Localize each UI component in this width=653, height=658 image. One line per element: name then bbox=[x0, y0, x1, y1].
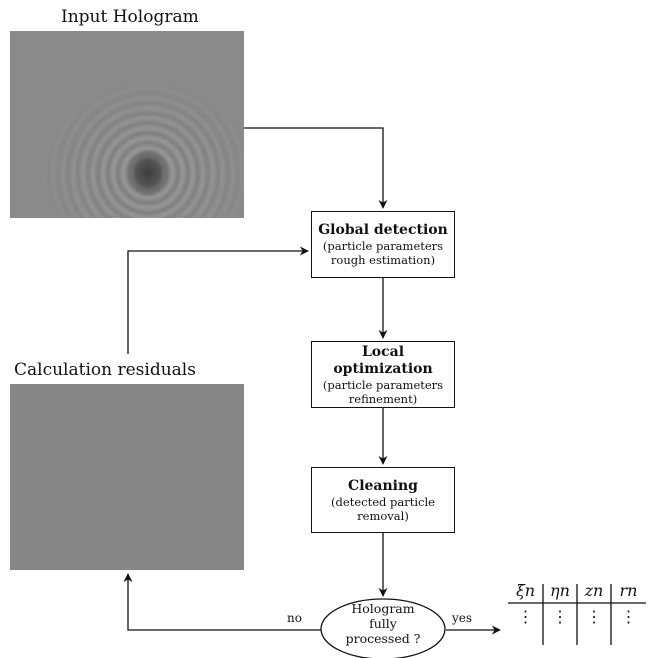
cleaning-box: Cleaning (detected particle removal) bbox=[311, 467, 455, 533]
arrow-input-to-global bbox=[244, 127, 388, 209]
residuals-image bbox=[10, 384, 244, 570]
table-header-eta: ηn bbox=[550, 581, 570, 600]
table-header-r: rn bbox=[619, 581, 638, 600]
global-detection-title: Global detection bbox=[318, 222, 448, 238]
arrow-residuals-to-global bbox=[127, 246, 309, 354]
decision-line2: fully bbox=[369, 616, 397, 631]
input-hologram-image bbox=[10, 31, 244, 218]
table-cell-r: ⋮ bbox=[620, 607, 637, 626]
local-optimization-box: Local optimization (particle parameters … bbox=[311, 341, 455, 408]
global-detection-box: Global detection (particle parameters ro… bbox=[311, 211, 455, 278]
decision-line3: processed ? bbox=[345, 631, 421, 646]
arrow-no-to-residuals bbox=[123, 573, 321, 631]
no-label: no bbox=[287, 611, 302, 625]
residuals-caption: Calculation residuals bbox=[14, 360, 196, 380]
cleaning-line1: (detected particle bbox=[331, 494, 435, 509]
cleaning-title: Cleaning bbox=[348, 477, 418, 494]
decision-node bbox=[320, 598, 446, 658]
global-detection-line1: (particle parameters bbox=[322, 239, 444, 253]
local-optimization-title: Local optimization bbox=[333, 343, 433, 377]
decision-line1: Hologram bbox=[351, 601, 415, 616]
table-cell-eta: ⋮ bbox=[552, 607, 568, 626]
table-cell-z: ⋮ bbox=[586, 607, 602, 626]
local-optimization-line2: refinement) bbox=[348, 391, 418, 406]
table-cell-xi: ⋮ bbox=[517, 607, 534, 626]
input-hologram-caption: Input Hologram bbox=[61, 7, 199, 27]
local-optimization-line1: (particle parameters bbox=[322, 377, 444, 392]
decision-text: Hologram fully processed ? bbox=[325, 601, 441, 646]
cleaning-line2: removal) bbox=[357, 508, 409, 523]
global-detection-line2: rough estimation) bbox=[330, 253, 436, 267]
yes-label: yes bbox=[452, 611, 473, 625]
table-header-xi: ξn bbox=[515, 581, 536, 600]
table-header-z: zn bbox=[584, 581, 604, 600]
